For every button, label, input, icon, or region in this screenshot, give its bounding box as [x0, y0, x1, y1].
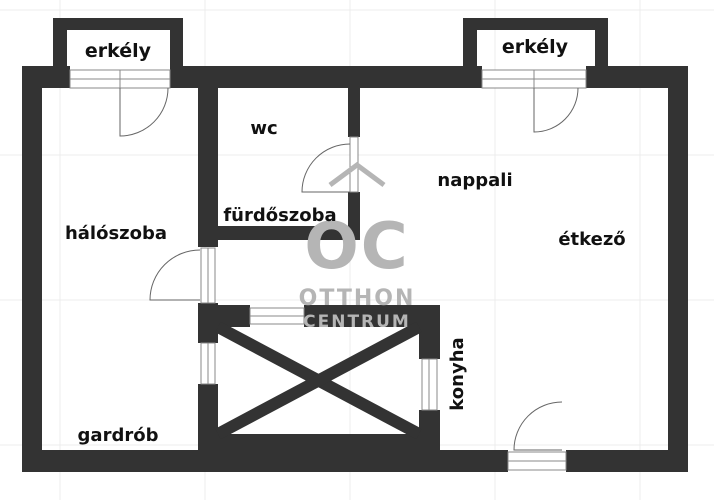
- partition-wall: [198, 226, 360, 240]
- room-label-dining: étkező: [558, 229, 625, 250]
- outer-wall-top: [170, 66, 482, 88]
- outer-wall-bottom: [566, 450, 688, 472]
- partition-wall: [348, 192, 360, 240]
- partition-wall: [198, 85, 218, 247]
- balcony-right-wall: [463, 18, 477, 70]
- kitchen-wall: [304, 305, 440, 327]
- room-labels: erkély erkély wc nappali fürdőszoba háló…: [65, 36, 626, 446]
- outer-wall-bottom: [22, 450, 508, 472]
- outer-wall-right: [668, 66, 688, 472]
- balcony-left-wall: [53, 18, 183, 30]
- door-swing: [533, 87, 579, 133]
- room-label-bathroom: fürdőszoba: [223, 205, 336, 226]
- kitchen-wall: [419, 305, 440, 359]
- balcony-left-wall: [53, 18, 67, 70]
- door-swing: [149, 249, 201, 301]
- watermark-logo: OC: [304, 210, 409, 284]
- room-label-balcony-right: erkély: [502, 36, 569, 58]
- balcony-right-wall: [463, 18, 608, 30]
- door-swing: [513, 401, 563, 451]
- partition-wall: [348, 85, 360, 137]
- watermark-line2: CENTRUM: [303, 312, 411, 332]
- door-swing: [301, 143, 351, 193]
- outer-wall-top: [586, 66, 688, 88]
- outer-wall-left: [22, 66, 42, 472]
- walls: [22, 18, 688, 472]
- room-label-wc: wc: [250, 118, 277, 139]
- doors: [119, 87, 579, 451]
- watermark-line1: OTTHON: [299, 286, 416, 311]
- room-label-wardrobe: gardrób: [78, 425, 159, 446]
- room-label-balcony-left: erkély: [85, 40, 152, 62]
- balcony-right-wall: [595, 18, 608, 70]
- door-swing: [119, 87, 169, 137]
- room-label-living-room: nappali: [437, 170, 512, 191]
- watermark-roof-icon: [328, 161, 386, 188]
- room-label-kitchen: konyha: [447, 337, 468, 410]
- room-label-bedroom: hálószoba: [65, 223, 167, 244]
- shaft-cross: [215, 321, 422, 440]
- balcony-left-wall: [170, 18, 183, 70]
- watermark: OC OTTHON CENTRUM: [299, 161, 416, 332]
- kitchen-wall: [198, 305, 250, 327]
- kitchen-wall: [198, 434, 440, 454]
